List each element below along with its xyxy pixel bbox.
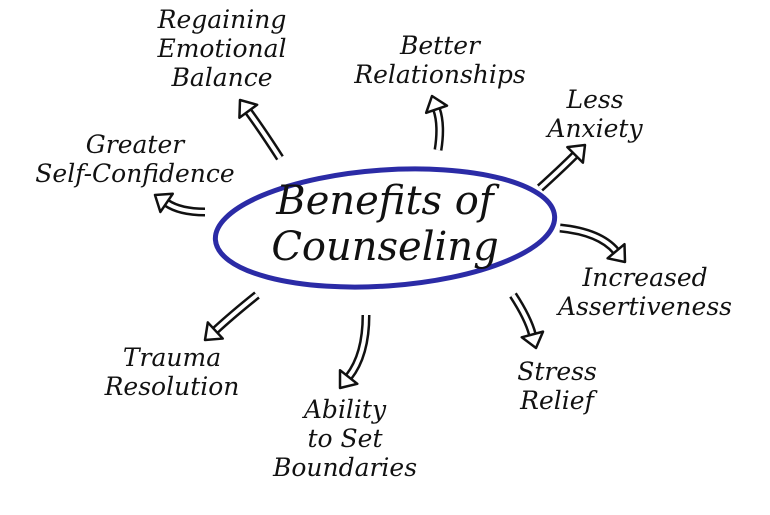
benefit-better-relationships: Better Relationships xyxy=(354,31,525,89)
arrow-icon xyxy=(203,291,260,342)
label-line: Self-Confidence xyxy=(35,159,235,188)
arrow-icon xyxy=(559,223,627,264)
label-line: Anxiety xyxy=(547,114,643,143)
arrow-icon xyxy=(509,292,545,350)
benefit-regaining-emotional-balance: Regaining Emotional Balance xyxy=(157,5,286,92)
benefit-greater-self-confidence: Greater Self-Confidence xyxy=(35,130,234,188)
arrow-icon xyxy=(338,314,371,390)
label-line: Increased xyxy=(582,263,708,292)
label-line: to Set xyxy=(307,424,383,453)
title-line-1: Benefits of xyxy=(276,178,494,224)
label-line: Better xyxy=(399,31,481,60)
label-line: Relief xyxy=(520,386,594,415)
benefit-ability-to-set-boundaries: Ability to Set Boundaries xyxy=(273,395,417,482)
center-title: Benefits of Counseling xyxy=(271,178,498,270)
title-line-2: Counseling xyxy=(271,224,499,270)
label-line: Emotional xyxy=(157,34,287,63)
label-line: Less xyxy=(566,85,624,114)
arrow-icon xyxy=(536,143,587,192)
label-line: Ability xyxy=(303,395,387,424)
label-line: Regaining xyxy=(157,5,287,34)
label-line: Balance xyxy=(171,63,273,92)
label-line: Trauma xyxy=(122,343,222,372)
label-line: Relationships xyxy=(354,60,526,89)
benefit-trauma-resolution: Trauma Resolution xyxy=(105,343,240,401)
label-line: Boundaries xyxy=(272,453,418,482)
arrow-icon xyxy=(424,94,449,151)
label-line: Greater xyxy=(85,130,185,159)
label-line: Resolution xyxy=(104,372,240,401)
benefit-increased-assertiveness: Increased Assertiveness xyxy=(558,263,732,321)
label-line: Assertiveness xyxy=(558,292,732,321)
arrow-icon xyxy=(153,192,206,217)
center-ellipse xyxy=(212,166,558,290)
label-line: Stress xyxy=(517,357,597,386)
benefit-stress-relief: Stress Relief xyxy=(517,357,597,415)
arrow-icon xyxy=(238,98,284,161)
benefit-less-anxiety: Less Anxiety xyxy=(547,85,642,143)
